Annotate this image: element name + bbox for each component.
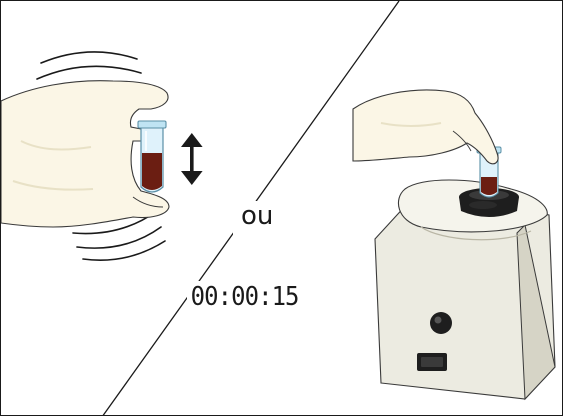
- glove-crease: [20, 140, 92, 151]
- thumb-edge: [132, 196, 164, 208]
- timer-readout: 00:00:15: [187, 281, 303, 313]
- hand-pressing-tube: [352, 89, 502, 198]
- hand-shaking-tube: [1, 51, 203, 261]
- blood-tube-left: [137, 120, 167, 193]
- vortex-mixer: [374, 179, 556, 401]
- or-text: ou: [233, 201, 282, 235]
- mixer-knob: [430, 312, 452, 334]
- double-arrow-vertical-icon: [181, 133, 203, 185]
- glove-crease: [12, 180, 94, 191]
